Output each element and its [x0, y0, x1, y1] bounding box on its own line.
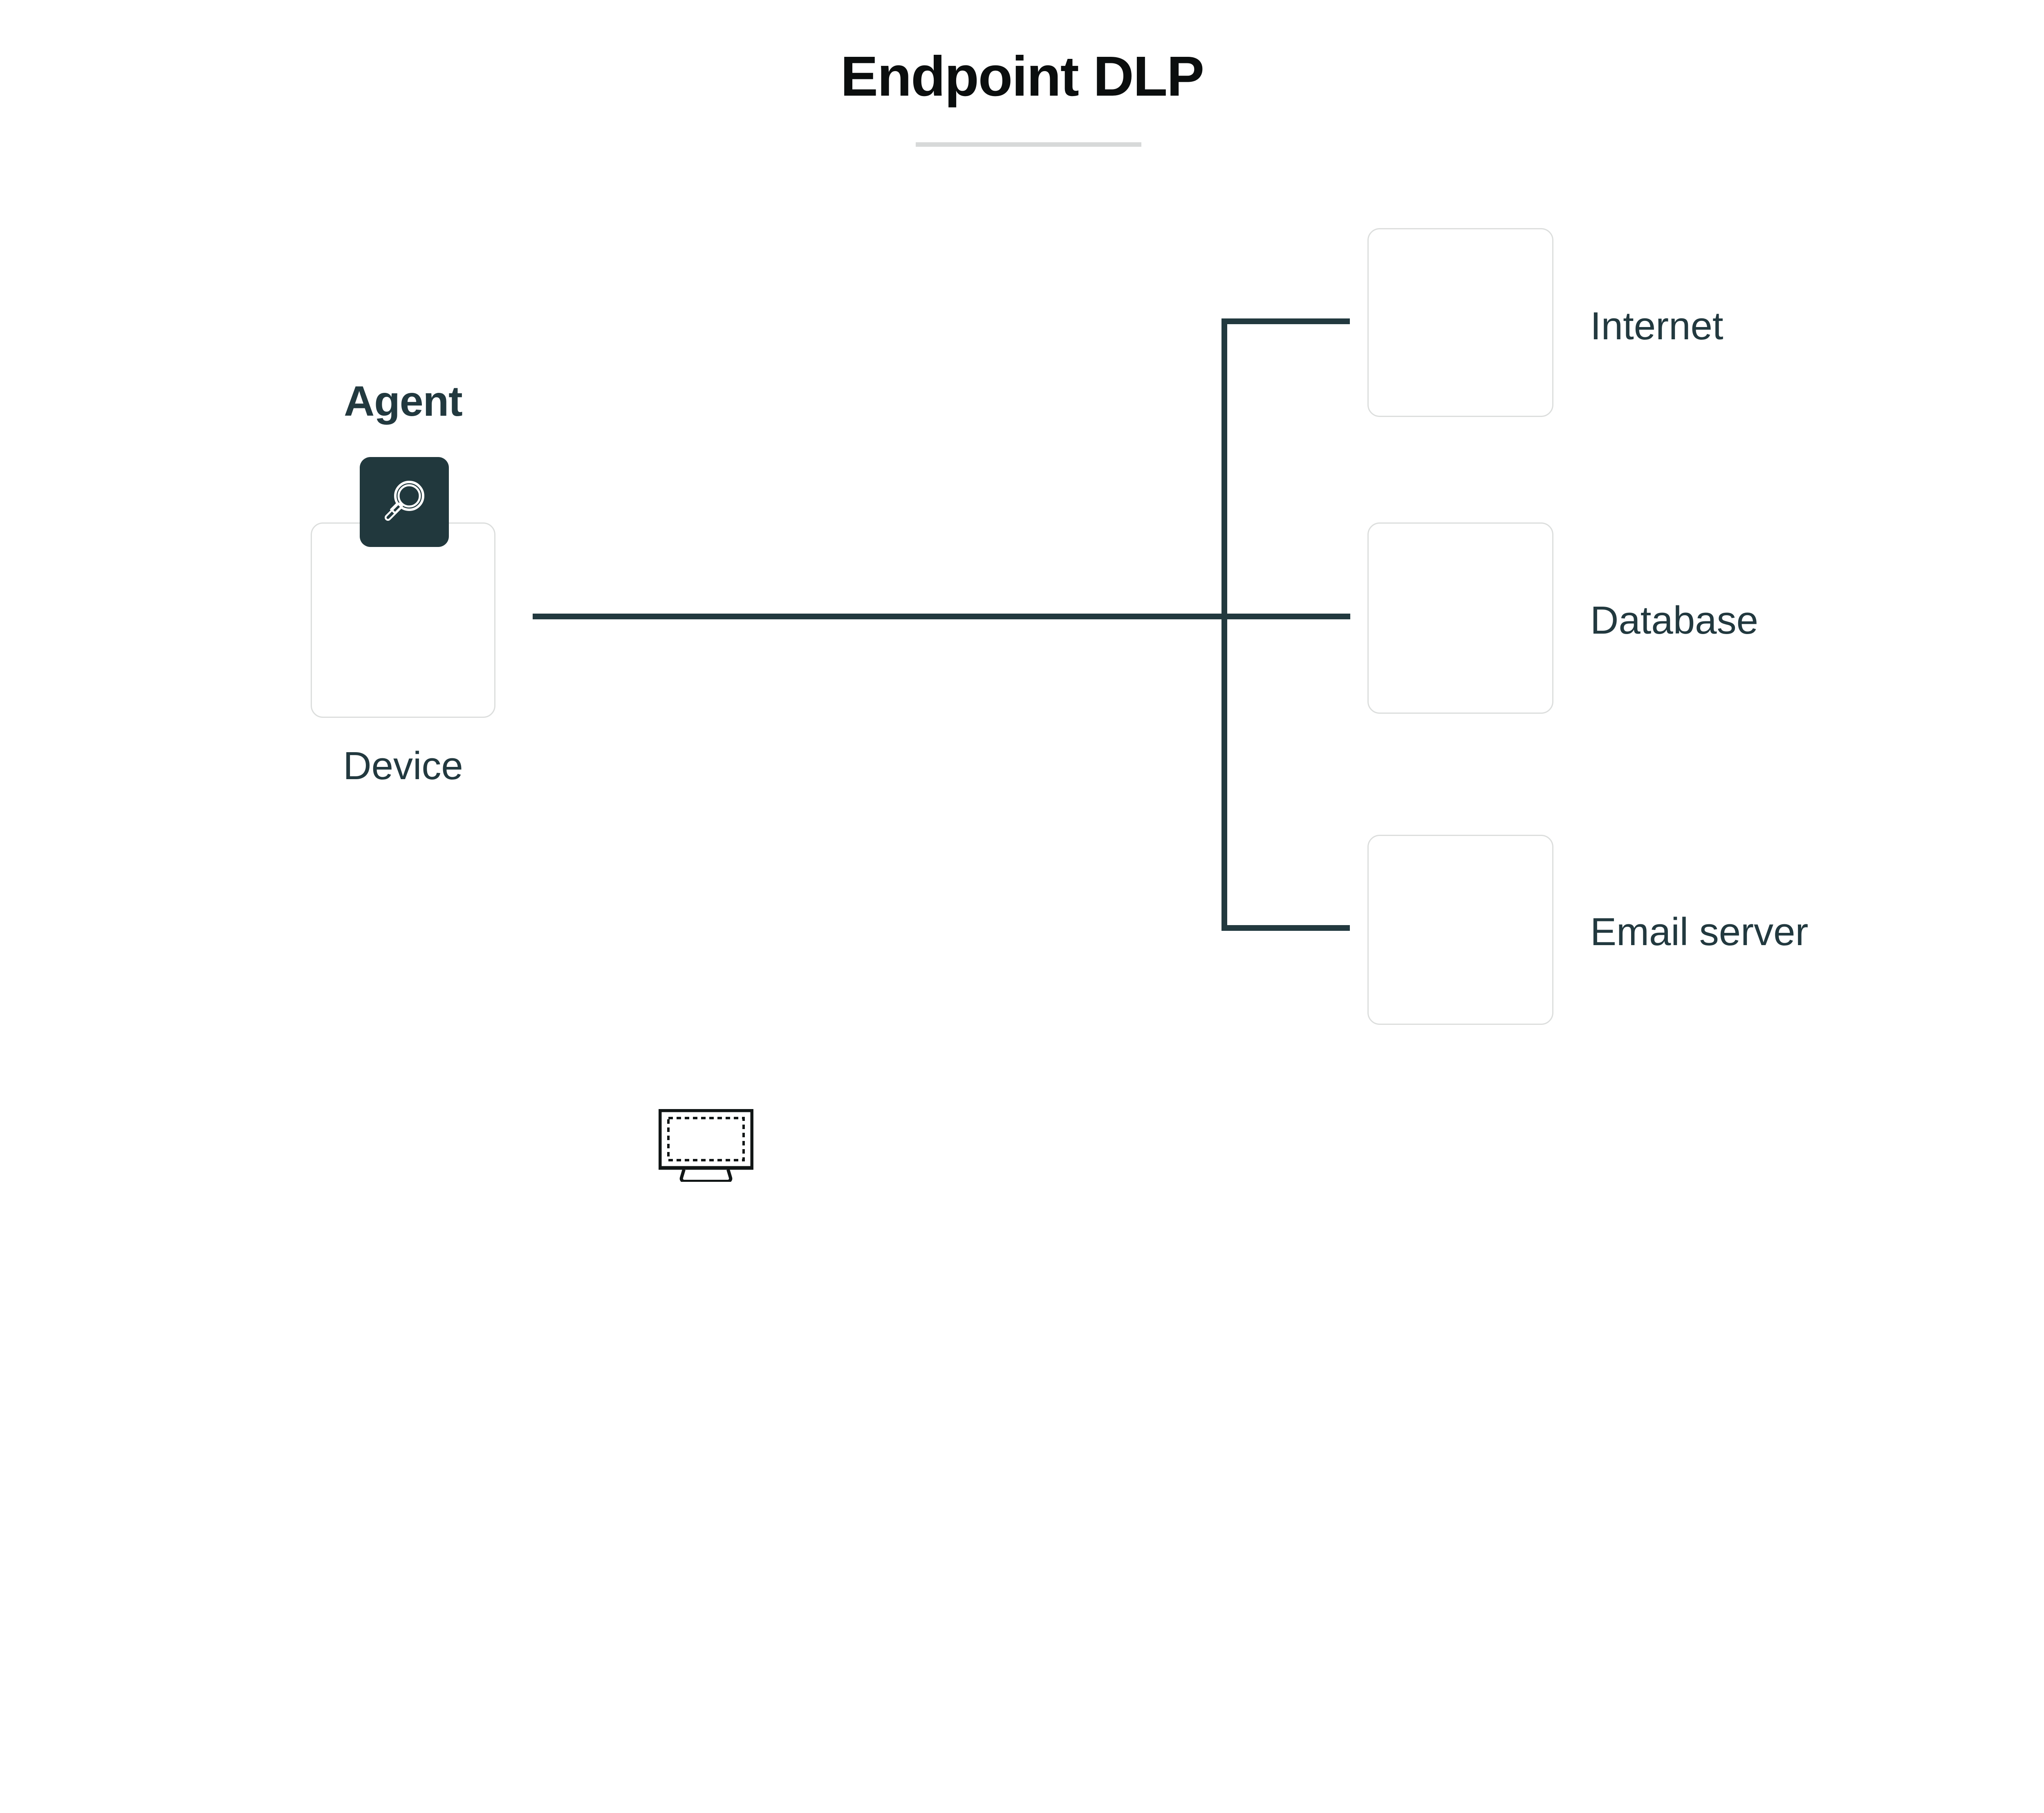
device-label: Device [343, 744, 463, 788]
title-underline-rule [916, 142, 1141, 147]
email-server-label: Email server [1590, 910, 1809, 954]
internet-label: Internet [1590, 304, 1724, 348]
connector-branch-email [1221, 925, 1350, 931]
connector-vertical-bus [1221, 321, 1227, 931]
monitor-icon [658, 1108, 754, 1183]
diagram-canvas: Endpoint DLP Agent Device [311, 45, 1809, 1183]
device-card[interactable] [311, 522, 754, 1183]
agent-label: Agent [344, 378, 463, 425]
database-card[interactable] [1367, 522, 1553, 714]
magnifier-icon [380, 477, 429, 527]
connector-device-trunk [533, 614, 1350, 619]
internet-card[interactable] [1367, 228, 1553, 417]
agent-badge[interactable] [360, 457, 449, 547]
connector-branch-internet [1221, 318, 1350, 324]
database-label: Database [1590, 598, 1758, 642]
page-title: Endpoint DLP [840, 45, 1204, 108]
email-server-card[interactable] [1367, 835, 1553, 1025]
